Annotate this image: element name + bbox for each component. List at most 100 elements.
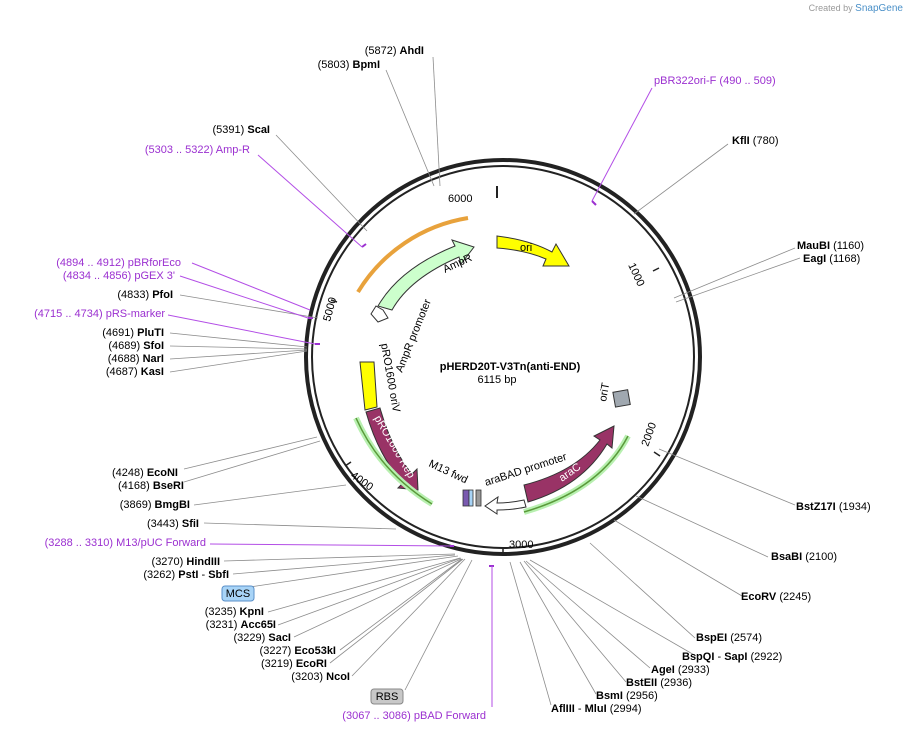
ampr-promoter-label: AmpR promoter (394, 297, 434, 374)
site-pluti: PluTI (137, 327, 164, 339)
site-bmgbi: BmgBI (155, 499, 190, 511)
site-bsteii: BstEII (626, 677, 657, 689)
svg-text:(3219) EcoRI: (3219) EcoRI (261, 658, 327, 670)
primer-leaders (167, 87, 653, 707)
left-site-labels: (5872) AhdI (5803) BpmI (5391) ScaI (483… (102, 45, 424, 683)
svg-text:(3443) SfiI: (3443) SfiI (147, 518, 199, 530)
site-sfii: SfiI (182, 518, 199, 530)
site-eco53ki: Eco53kI (294, 645, 336, 657)
svg-text:(3227) Eco53kI: (3227) Eco53kI (260, 645, 336, 657)
site-saci: SacI (268, 632, 291, 644)
svg-text:MCS: MCS (226, 588, 250, 600)
tick-5000: 5000 (321, 296, 339, 323)
site-hindiii: HindIII (186, 556, 220, 568)
svg-text:(4689) SfoI: (4689) SfoI (108, 340, 164, 352)
site-mlui: MluI (585, 703, 607, 715)
site-psti: PstI (178, 569, 198, 581)
site-sapi: SapI (724, 651, 747, 663)
svg-text:(4687) KasI: (4687) KasI (106, 366, 164, 378)
svg-text:KflI (780): KflI (780) (732, 135, 778, 147)
svg-text:BspEI (2574): BspEI (2574) (696, 632, 762, 644)
site-bspei: BspEI (696, 632, 727, 644)
primer-prs-marker: pRS-marker (106, 308, 166, 320)
pro1600-oriv-label: pRO1600 oriV (378, 342, 402, 413)
site-bseri: BseRI (153, 480, 184, 492)
site-ahdi: AhdI (400, 45, 424, 57)
backbone-inner (311, 165, 695, 549)
site-kfli: KflI (732, 135, 750, 147)
site-pfoi: PfoI (152, 289, 173, 301)
ampr-promoter-feature[interactable]: AmpR promoter (370, 297, 434, 374)
svg-text:(4688) NarI: (4688) NarI (108, 353, 164, 365)
svg-text:(3067 .. 3086) pBAD Forward: (3067 .. 3086) pBAD Forward (342, 710, 486, 722)
site-sbfi: SbfI (208, 569, 229, 581)
svg-text:(4715 .. 4734) pRS-marker: (4715 .. 4734) pRS-marker (34, 308, 165, 320)
site-maubi: MauBI (797, 240, 830, 252)
arac-orf-arc (523, 435, 629, 513)
site-kpni: KpnI (240, 606, 264, 618)
svg-text:(3262) PstI - SbfI: (3262) PstI - SbfI (143, 569, 229, 581)
svg-text:MauBI (1160): MauBI (1160) (797, 240, 864, 252)
site-bstz17i: BstZ17I (796, 501, 836, 513)
svg-text:BstZ17I (1934): BstZ17I (1934) (796, 501, 871, 513)
site-nari: NarI (143, 353, 164, 365)
site-bsabi: BsaBI (771, 551, 802, 563)
svg-text:BsaBI (2100): BsaBI (2100) (771, 551, 837, 563)
tick-1000: 1000 (625, 261, 646, 288)
orit-feature[interactable]: oriT (597, 382, 631, 408)
svg-text:(5803) BpmI: (5803) BpmI (318, 59, 380, 71)
svg-text:(5391) ScaI: (5391) ScaI (213, 124, 271, 136)
site-eagi: EagI (803, 253, 826, 265)
primer-marks (308, 200, 597, 567)
tick-4000: 4000 (348, 470, 375, 494)
ampr-outer-arc (356, 216, 469, 294)
svg-text:AflIII - MluI (2994): AflIII - MluI (2994) (551, 703, 641, 715)
svg-text:BspQI - SapI (2922): BspQI - SapI (2922) (682, 651, 782, 663)
site-agei: AgeI (651, 664, 675, 676)
rep-orf-arc (355, 417, 433, 505)
tick-3000: 3000 (509, 539, 533, 551)
site-acc65i: Acc65I (241, 619, 276, 631)
primer-amp-r: Amp-R (216, 144, 250, 156)
plasmid-length: 6115 bp (478, 374, 517, 386)
site-afliii: AflIII (551, 703, 575, 715)
right-site-labels: KflI (780) MauBI (1160) EagI (1168) BstZ… (551, 135, 871, 715)
rbs-badge[interactable]: RBS (370, 688, 404, 705)
right-leaders (509, 143, 801, 706)
svg-text:(4834 .. 4856) pGEX 3': (4834 .. 4856) pGEX 3' (63, 270, 175, 282)
svg-text:(3203) NcoI: (3203) NcoI (291, 671, 350, 683)
site-bsmi: BsmI (596, 690, 623, 702)
site-sfoi: SfoI (143, 340, 164, 352)
svg-text:RBS: RBS (376, 691, 399, 703)
svg-text:(5303 .. 5322) Amp-R: (5303 .. 5322) Amp-R (145, 144, 250, 156)
m13-fwd-feature[interactable]: M13 fwd (427, 458, 482, 507)
site-bpmi: BpmI (353, 59, 381, 71)
ori-label: ori (520, 242, 532, 254)
svg-text:pBR322ori-F (490 .. 509): pBR322ori-F (490 .. 509) (654, 75, 776, 87)
primer-pgex-3: pGEX 3' (134, 270, 175, 282)
svg-text:EcoRV (2245): EcoRV (2245) (741, 591, 811, 603)
tick-2000: 2000 (640, 421, 660, 448)
ori-feature[interactable]: ori (496, 235, 570, 267)
svg-text:(3235) KpnI: (3235) KpnI (205, 606, 264, 618)
svg-text:BstEII (2936): BstEII (2936) (626, 677, 692, 689)
site-ecorv: EcoRV (741, 591, 777, 603)
mcs-badge[interactable]: MCS (221, 585, 255, 602)
site-kasi: KasI (141, 366, 164, 378)
svg-text:BsmI (2956): BsmI (2956) (596, 690, 658, 702)
pro1600-oriv-feature[interactable]: pRO1600 oriV (359, 342, 402, 414)
svg-text:(4833) PfoI: (4833) PfoI (117, 289, 173, 301)
svg-text:(4168) BseRI: (4168) BseRI (118, 480, 184, 492)
site-bspqi: BspQI (682, 651, 714, 663)
svg-text:(4691) PluTI: (4691) PluTI (102, 327, 164, 339)
snapgene-credit: Created by SnapGene (808, 3, 903, 14)
svg-text:AgeI (2933): AgeI (2933) (651, 664, 710, 676)
svg-text:(3231) Acc65I: (3231) Acc65I (206, 619, 276, 631)
backbone-outer (304, 158, 702, 556)
svg-text:(3869) BmgBI: (3869) BmgBI (120, 499, 190, 511)
orit-label: oriT (597, 382, 612, 403)
tick-6000: 6000 (448, 193, 472, 205)
plasmid-name: pHERD20T-V3Tn(anti-END) (440, 361, 581, 373)
site-econi: EcoNI (147, 467, 178, 479)
